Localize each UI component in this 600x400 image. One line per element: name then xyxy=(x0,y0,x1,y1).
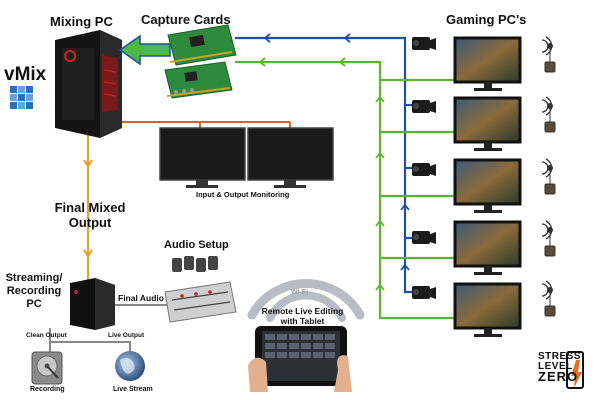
recording-label: Recording xyxy=(30,386,65,393)
green-arrow-icon xyxy=(118,34,171,66)
stress-level-zero-logo xyxy=(566,351,584,389)
output-line xyxy=(83,128,93,290)
vmix-label: vMix xyxy=(4,64,47,85)
camcorder-icon xyxy=(412,286,436,299)
stress-level-zero-text: STRESS LEVEL ZERO xyxy=(538,351,582,384)
microphone-icon xyxy=(541,96,556,133)
microphone-icon xyxy=(541,36,556,73)
tower-pc-icon xyxy=(70,278,115,330)
camcorder-icon xyxy=(412,100,436,113)
monitoring-label: Input & Output Monitoring xyxy=(196,190,290,199)
vmix-logo-icon xyxy=(10,86,33,109)
capture-arrows xyxy=(263,33,410,271)
gaming-monitor xyxy=(453,36,522,91)
gaming-pcs-label: Gaming PC's xyxy=(446,12,527,27)
gaming-monitor xyxy=(453,282,522,337)
camcorder-icon xyxy=(412,231,436,244)
capture-card xyxy=(167,24,237,66)
capture-card xyxy=(164,61,233,99)
live-output-label: Live Output xyxy=(108,332,145,339)
microphone-icon xyxy=(541,158,556,195)
camcorder-icon xyxy=(412,37,436,50)
gaming-monitor xyxy=(453,96,522,151)
wifi-label: Wi-Fi xyxy=(291,289,309,296)
microphone-icon xyxy=(541,280,556,317)
monitor-icon xyxy=(159,127,246,188)
audio-setup xyxy=(164,256,237,323)
microphone-icon xyxy=(541,220,556,257)
clean-output-label: Clean Output xyxy=(26,332,67,339)
mixing-pc xyxy=(55,30,122,138)
streaming-recording-pc-label: Streaming/ Recording PC xyxy=(5,272,63,310)
audio-lines xyxy=(49,304,168,352)
capture-cards-label: Capture Cards xyxy=(141,12,231,27)
tablet-icon xyxy=(248,326,352,392)
final-audio-label: Final Audio xyxy=(118,293,164,303)
wifi-icon xyxy=(247,278,365,322)
monitor-icon xyxy=(247,127,334,188)
gaming-monitor xyxy=(453,220,522,275)
game-arrows xyxy=(258,57,385,291)
game-lines xyxy=(235,60,455,320)
audio-setup-label: Audio Setup xyxy=(164,239,229,251)
live-stream-label: Live Stream xyxy=(113,386,153,393)
final-mixed-output-label: Final Mixed Output xyxy=(54,200,126,230)
hard-drive-icon xyxy=(31,351,63,385)
globe-icon xyxy=(115,351,145,381)
gaming-monitor xyxy=(453,158,522,213)
capture-lines xyxy=(235,36,412,294)
camcorder-icon xyxy=(412,163,436,176)
remote-editing-label: Remote Live Editing with Tablet xyxy=(261,306,344,326)
mixing-pc-label: Mixing PC xyxy=(50,14,113,29)
